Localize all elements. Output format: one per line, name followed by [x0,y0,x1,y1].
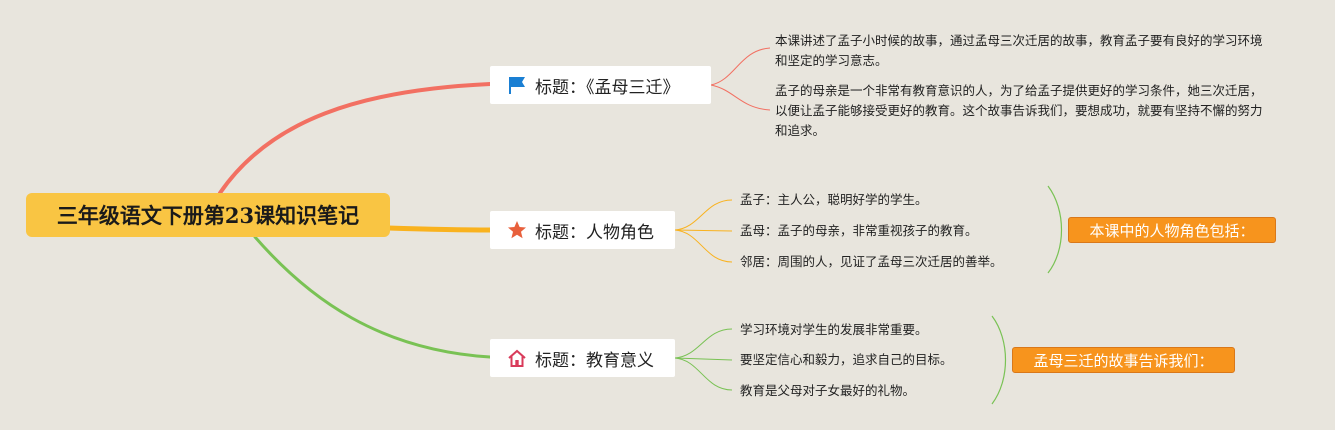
topic-characters[interactable]: 标题：人物角色 [490,211,675,249]
summary-text: 本课中的人物角色包括： [1089,221,1255,240]
connector-topic-2-leaf-3 [674,229,733,263]
leaf-lesson-summary: 本课讲述了孟子小时候的故事，通过孟母三次迁居的故事，教育孟子要有良好的学习环境和… [775,31,1270,71]
topic-label: 标题：《孟母三迁》 [535,77,680,98]
root-title: 三年级语文下册第23课知识笔记 [56,203,360,228]
topic-lesson-title[interactable]: 标题：《孟母三迁》 [490,66,711,104]
leaf-character-neighbors: 邻居：周围的人，见证了孟母三次迁居的善举。 [740,252,1003,272]
connector-topic-2-leaf-1 [674,199,733,231]
connector-topic-2-leaf-2 [674,229,733,232]
connector-root-topic-1 [218,82,492,195]
flag-icon [506,74,528,96]
connector-topic-3-leaf-3 [674,357,733,391]
leaf-text: 邻居：周围的人，见证了孟母三次迁居的善举。 [740,254,1003,269]
leaf-character-mencius: 孟子：主人公，聪明好学的学生。 [740,190,928,210]
connector-topic-1-leaf-2 [710,84,771,111]
topic-label: 标题：教育意义 [535,350,654,371]
star-icon [506,219,528,241]
leaf-text: 要坚定信心和毅力，追求自己的目标。 [740,352,953,367]
connector-topic-3-leaf-1 [674,328,733,359]
leaf-text: 学习环境对学生的发展非常重要。 [740,322,928,337]
topic-educational-meaning[interactable]: 标题：教育意义 [490,339,675,377]
leaf-text: 孟子：主人公，聪明好学的学生。 [740,192,928,207]
connector-topic-3-leaf-2 [674,357,733,361]
leaf-lesson-detail: 孟子的母亲是一个非常有教育意识的人，为了给孟子提供更好的学习条件，她三次迁居，以… [775,81,1270,141]
root-topic[interactable]: 三年级语文下册第23课知识笔记 [26,193,390,237]
leaf-meaning-gift: 教育是父母对子女最好的礼物。 [740,381,915,401]
summary-brace-2 [1047,185,1063,274]
summary-brace-3 [991,315,1007,405]
connector-root-topic-3 [253,235,492,359]
topic-label: 标题：人物角色 [535,222,654,243]
leaf-text: 本课讲述了孟子小时候的故事，通过孟母三次迁居的故事，教育孟子要有良好的学习环境和… [775,33,1263,68]
connector-topic-1-leaf-1 [710,47,771,86]
leaf-text: 孟母：孟子的母亲，非常重视孩子的教育。 [740,223,978,238]
leaf-meaning-environment: 学习环境对学生的发展非常重要。 [740,320,928,340]
summary-meaning[interactable]: 孟母三迁的故事告诉我们： [1012,347,1235,373]
connector-root-topic-2 [385,225,493,233]
house-icon [506,347,528,369]
leaf-text: 教育是父母对子女最好的礼物。 [740,383,916,398]
summary-text: 孟母三迁的故事告诉我们： [1033,351,1214,370]
leaf-meaning-perseverance: 要坚定信心和毅力，追求自己的目标。 [740,350,953,370]
leaf-character-mother: 孟母：孟子的母亲，非常重视孩子的教育。 [740,221,978,241]
summary-characters[interactable]: 本课中的人物角色包括： [1068,217,1276,243]
leaf-text: 孟子的母亲是一个非常有教育意识的人，为了给孟子提供更好的学习条件，她三次迁居，以… [775,83,1263,138]
